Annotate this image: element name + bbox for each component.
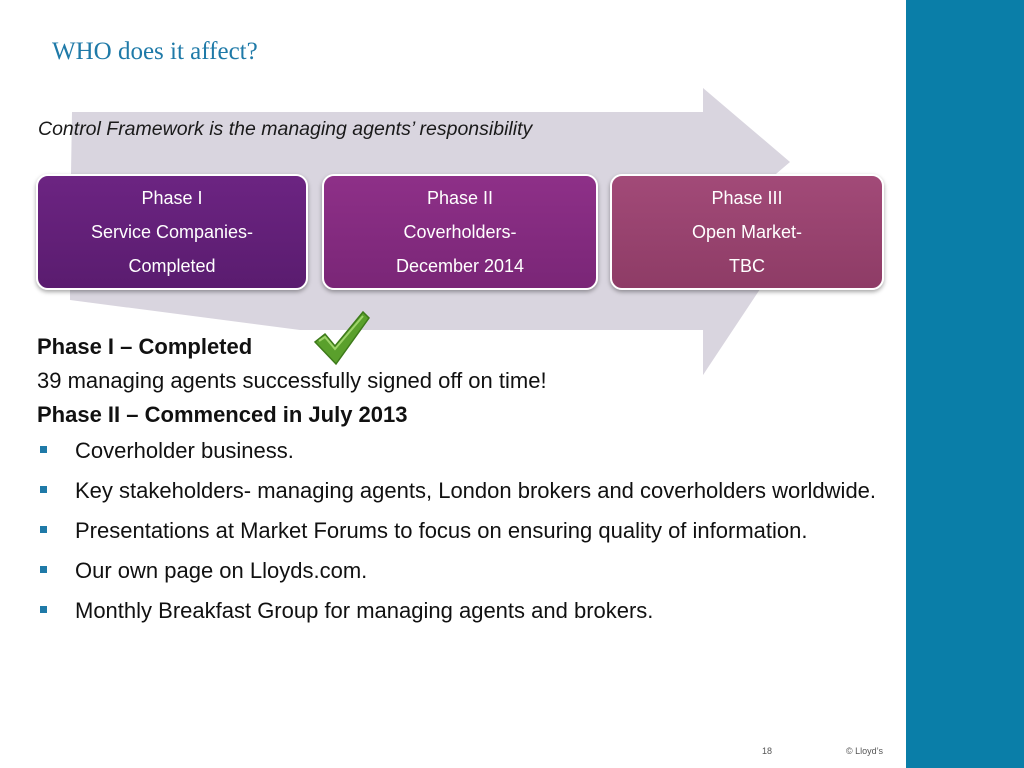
phase-box-3-subject: Open Market- (691, 222, 803, 242)
slide-subtitle: Control Framework is the managing agents… (38, 118, 533, 140)
list-item: Presentations at Market Forums to focus … (37, 518, 897, 544)
bullet-list: Coverholder business. Key stakeholders- … (37, 438, 897, 624)
bullet-text: Our own page on Lloyds.com. (75, 558, 368, 583)
square-bullet-icon (40, 606, 47, 613)
list-item: Coverholder business. (37, 438, 897, 464)
phase-box-1: Phase I Service Companies- Completed (36, 174, 308, 290)
phase-box-2-title: Phase II (426, 188, 494, 208)
phase-box-1-subject: Service Companies- (90, 222, 254, 242)
side-color-band (906, 0, 1024, 768)
phase-box-2: Phase II Coverholders- December 2014 (322, 174, 598, 290)
list-item: Our own page on Lloyds.com. (37, 558, 897, 584)
checkmark-icon (313, 310, 370, 366)
bullet-text: Key stakeholders- managing agents, Londo… (75, 478, 877, 503)
bullet-text: Coverholder business. (75, 438, 294, 463)
phase-box-2-status: December 2014 (395, 256, 525, 276)
list-item: Monthly Breakfast Group for managing age… (37, 598, 897, 624)
phase-box-3-title: Phase III (711, 188, 783, 208)
slide-content: Phase I – Completed 39 managing agents s… (37, 310, 897, 638)
phase1-heading: Phase I – Completed (37, 334, 253, 359)
phase-box-3-status: TBC (729, 256, 765, 276)
copyright-notice: © Lloyd’s (846, 746, 883, 756)
phase-box-2-subject: Coverholders- (403, 222, 517, 242)
square-bullet-icon (40, 446, 47, 453)
square-bullet-icon (40, 526, 47, 533)
bullet-text: Presentations at Market Forums to focus … (75, 518, 808, 543)
square-bullet-icon (40, 486, 47, 493)
list-item: Key stakeholders- managing agents, Londo… (37, 478, 897, 504)
phase-box-3: Phase III Open Market- TBC (610, 174, 884, 290)
slide-title: WHO does it affect? (52, 38, 258, 65)
page-number: 18 (762, 746, 773, 756)
phase-box-1-title: Phase I (141, 188, 203, 208)
square-bullet-icon (40, 566, 47, 573)
bullet-text: Monthly Breakfast Group for managing age… (75, 598, 654, 623)
phase2-heading: Phase II – Commenced in July 2013 (37, 402, 408, 427)
phase1-text: 39 managing agents successfully signed o… (37, 368, 547, 393)
phase-box-1-status: Completed (128, 256, 216, 276)
